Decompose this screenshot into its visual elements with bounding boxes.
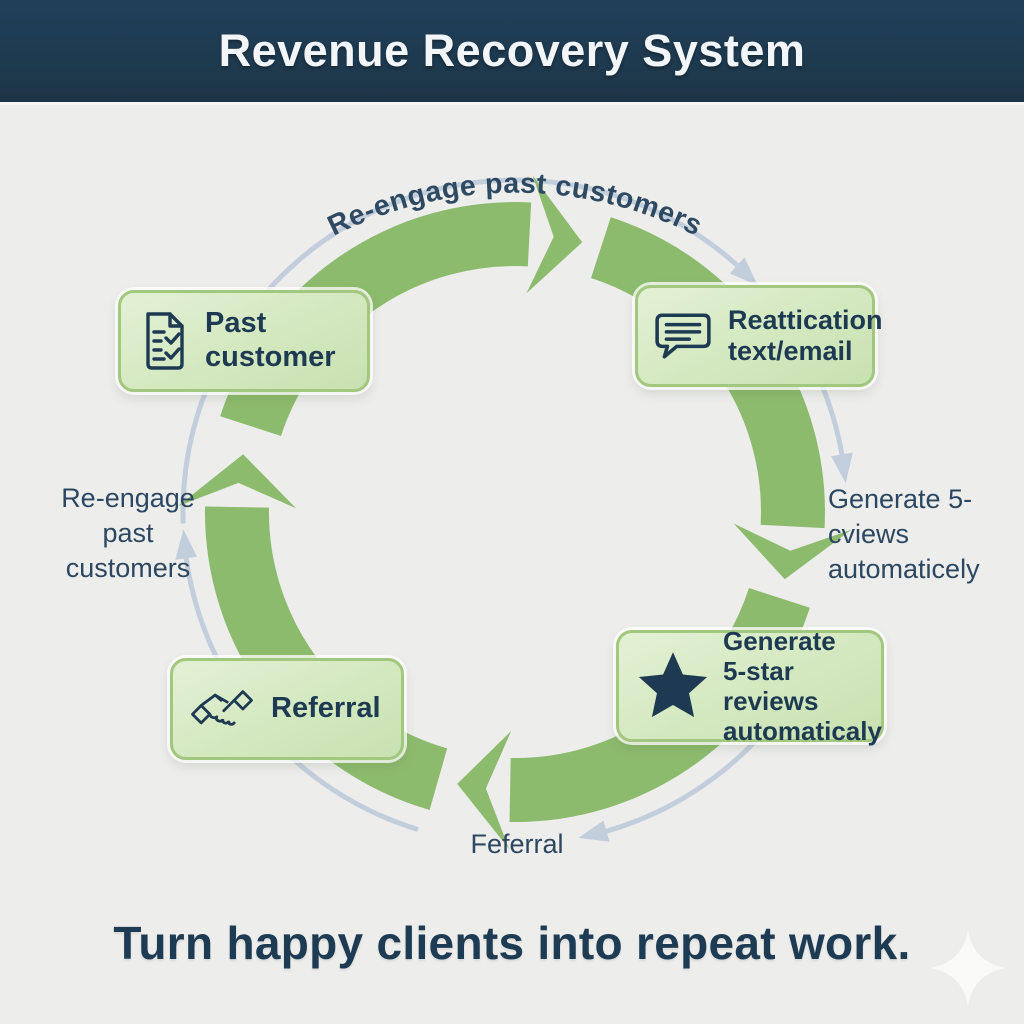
page-title: Revenue Recovery System [218,25,806,76]
outer-ring-arrowheads [175,257,853,842]
cycle-right-label: Generate 5-cviews automaticely [828,482,1024,587]
ring-arrowhead-icon [831,452,853,484]
star-icon [635,650,711,722]
cycle-bottom-label: Feferral [470,829,564,859]
node-label-line: 5-star reviews [723,655,819,716]
node-label: Generate 5-star reviews automaticaly [723,626,882,747]
sparkle-icon [930,930,1006,1006]
ring-arrowhead-icon [175,529,198,560]
cycle-left-label: Re-engage past customers [38,481,218,586]
cycle-arrowhead-top-icon [526,175,583,294]
node-label: Past customer [205,307,336,373]
cycle-arrowhead-left-icon [178,454,296,509]
node-label: Reattication text/email [728,305,883,368]
node-label-line: Generate [723,625,836,656]
outer-ring-arc [180,177,739,524]
header-bar: Revenue Recovery System [0,0,1024,105]
cycle-left-label-line: Re-engage past [61,483,195,548]
node-reactivation-text-email: Reattication text/email [635,285,883,387]
cycle-arrowhead-right-icon [733,523,852,580]
ring-arrowhead-icon [578,820,610,842]
ring-arrowhead-icon [729,257,758,286]
node-past-customer: Past customer [118,290,370,392]
chat-bubble-icon [654,310,712,362]
node-label-line: automaticaly [723,716,882,747]
node-label-line: Reattication [728,304,883,335]
cycle-right-label-line: automaticely [828,554,980,584]
handshake-icon [189,684,255,734]
node-generate-reviews: Generate 5-star reviews automaticaly [616,626,884,746]
cycle-left-label-line: customers [65,553,191,583]
cycle-right-label-line: Generate 5-cviews [828,484,973,549]
node-label-line: text/email [728,336,853,366]
node-referral: Referral [170,658,404,760]
footer-tagline: Turn happy clients into repeat work. [113,917,911,969]
document-check-icon [137,311,189,371]
node-label: Referral [271,692,381,725]
cycle-arrowhead-bottom-icon [457,731,512,849]
